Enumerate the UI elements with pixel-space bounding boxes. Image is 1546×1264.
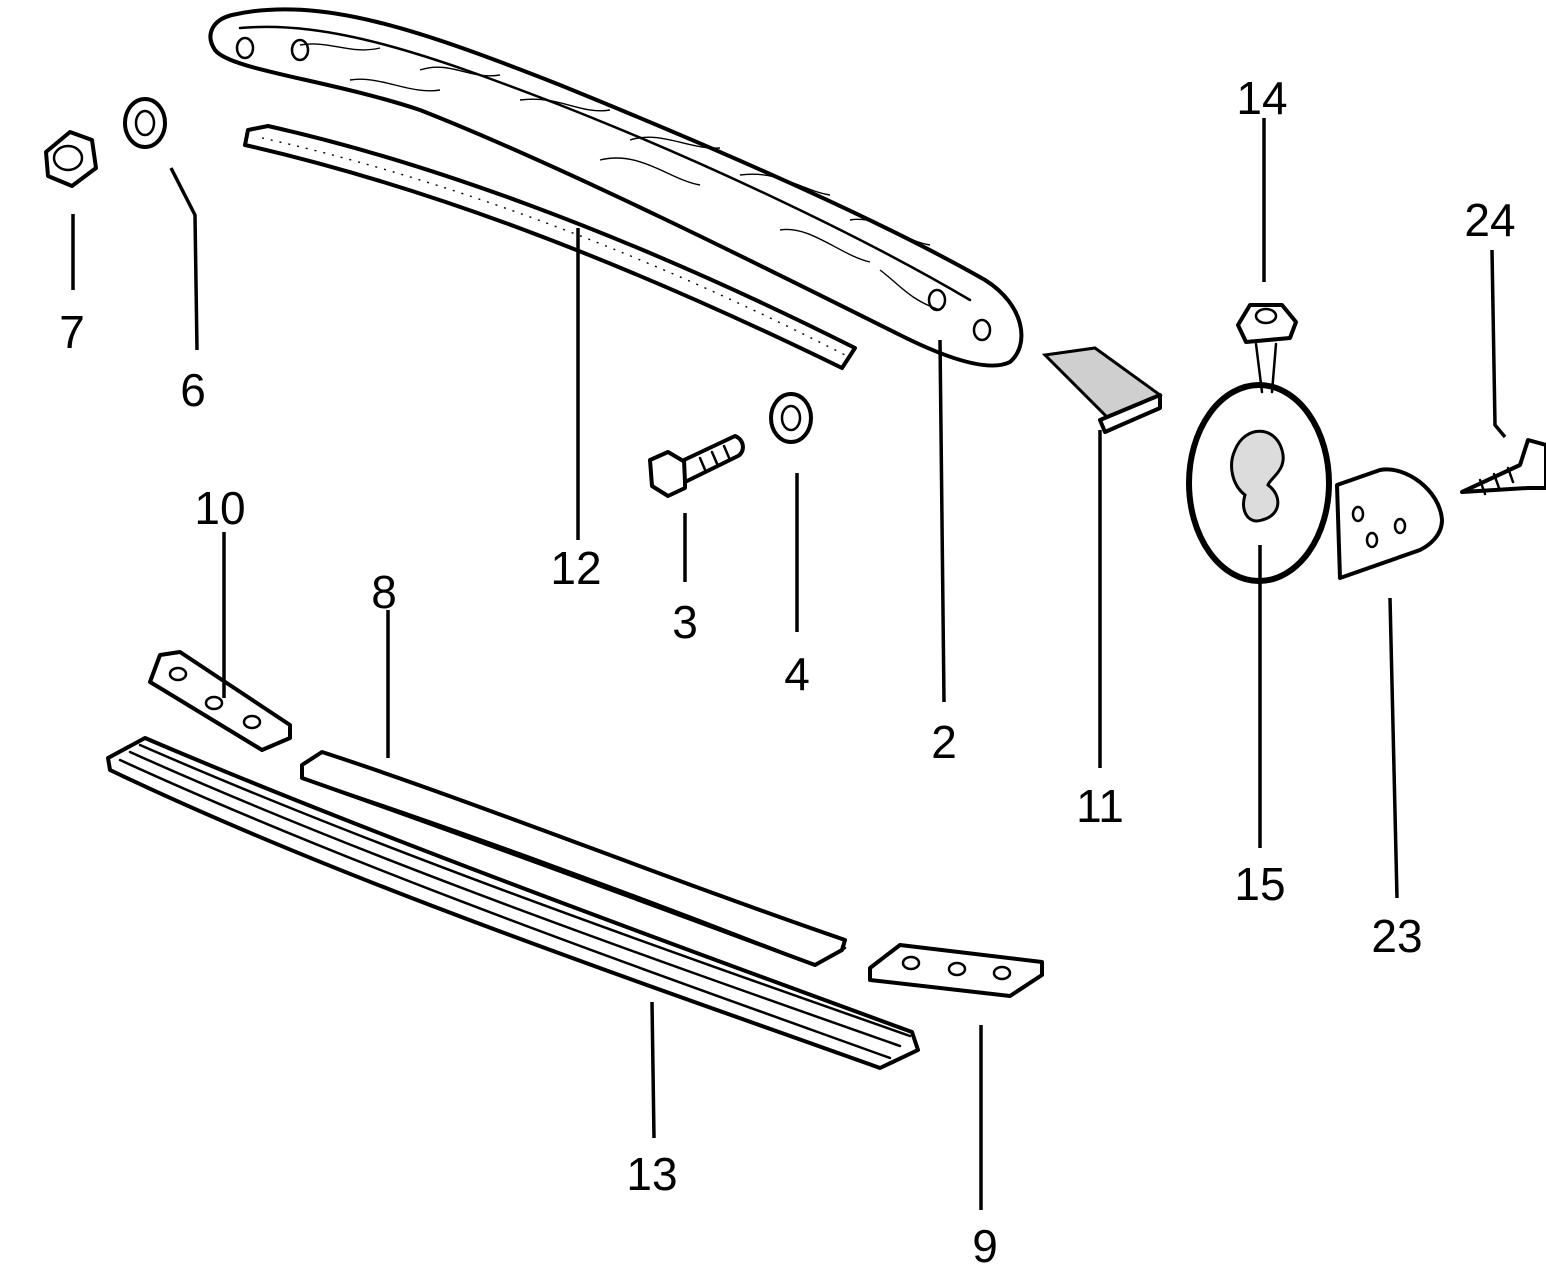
callout-7: 7 bbox=[59, 306, 85, 358]
callout-11: 11 bbox=[1076, 780, 1124, 832]
foam-pad-part bbox=[1041, 346, 1163, 434]
callout-labels: 2 3 4 6 7 8 9 10 11 12 13 14 15 23 24 bbox=[59, 72, 1515, 1264]
flat-strip-part bbox=[300, 750, 847, 967]
wood-runner-part bbox=[208, 7, 1024, 368]
leader-2 bbox=[938, 339, 946, 703]
clip-part bbox=[1236, 303, 1298, 394]
leader-23 bbox=[1388, 597, 1399, 899]
washer-part-4 bbox=[769, 392, 813, 444]
leader-13 bbox=[650, 1001, 656, 1139]
hex-nut-part bbox=[44, 130, 98, 188]
leader-6 bbox=[169, 167, 199, 351]
callout-24: 24 bbox=[1464, 194, 1515, 246]
bracket-part-10 bbox=[148, 650, 292, 752]
callout-3: 3 bbox=[672, 596, 698, 648]
callout-2: 2 bbox=[931, 716, 957, 768]
callout-12: 12 bbox=[550, 542, 601, 594]
leader-24 bbox=[1490, 249, 1507, 439]
leader-lines bbox=[71, 118, 1507, 1210]
callout-6: 6 bbox=[180, 364, 206, 416]
callout-15: 15 bbox=[1234, 858, 1285, 910]
callout-10: 10 bbox=[194, 482, 245, 534]
bracket-part-9 bbox=[868, 943, 1044, 998]
callout-4: 4 bbox=[784, 648, 810, 700]
corner-bracket-part bbox=[1335, 467, 1444, 580]
callout-14: 14 bbox=[1236, 72, 1287, 124]
callout-13: 13 bbox=[626, 1148, 677, 1200]
callout-9: 9 bbox=[972, 1220, 998, 1264]
screw-part bbox=[1460, 438, 1546, 496]
bolt-part bbox=[648, 434, 745, 498]
callout-8: 8 bbox=[371, 566, 397, 618]
rubber-molding-part bbox=[106, 736, 920, 1070]
washer-part-6 bbox=[123, 97, 167, 149]
callout-23: 23 bbox=[1371, 910, 1422, 962]
foam-strip-part bbox=[243, 124, 857, 370]
